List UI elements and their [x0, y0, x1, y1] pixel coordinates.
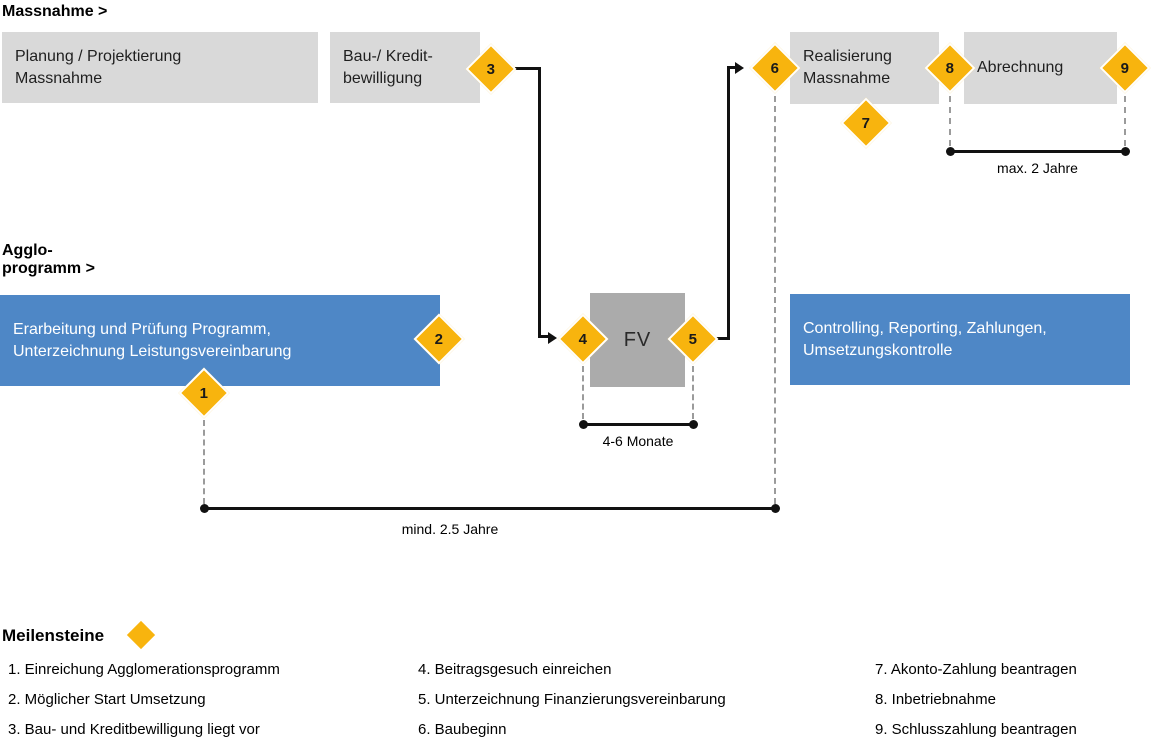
duration-line-fv [583, 423, 693, 426]
massnahme-track-label: Massnahme > [2, 3, 108, 20]
legend-item: 8. Inbetriebnahme [875, 691, 996, 708]
connector-3-vertical [538, 67, 541, 338]
legend-item: 1. Einreichung Agglomerationsprogramm [8, 661, 280, 678]
phase-box-planung-label: Planung / Projektierung Massnahme [15, 47, 182, 87]
dropline-milestone-6 [774, 96, 776, 504]
dropline-milestone-5 [692, 366, 694, 419]
legend-item: 6. Baubeginn [418, 721, 507, 738]
milestone-number: 9 [1120, 59, 1130, 77]
phase-box-controlling: Controlling, Reporting, Zahlungen, Umset… [790, 294, 1130, 385]
duration-dot [689, 420, 698, 429]
phase-box-abrechnung: Abrechnung [964, 32, 1117, 104]
legend-column-3: 7. Akonto-Zahlung beantragen 8. Inbetrie… [875, 661, 1077, 739]
phase-box-bau-kredit: Bau-/ Kredit- bewilligung [330, 32, 480, 103]
duration-dot [771, 504, 780, 513]
milestone-number: 8 [945, 59, 955, 77]
phase-box-erarbeitung: Erarbeitung und Prüfung Programm, Unterz… [0, 295, 440, 386]
connector-3-elbow [538, 335, 550, 338]
connector-3-horizontal [515, 67, 541, 70]
arrow-right-icon [548, 332, 557, 344]
legend-item: 4. Beitragsgesuch einreichen [418, 661, 612, 678]
connector-5-elbow [727, 66, 737, 69]
milestone-number: 4 [578, 330, 588, 348]
duration-dot [579, 420, 588, 429]
duration-line-abrechnung [950, 150, 1125, 153]
legend-item: 9. Schlusszahlung beantragen [875, 721, 1077, 738]
duration-label-total: mind. 2.5 Jahre [401, 521, 499, 537]
phase-box-erarbeitung-label: Erarbeitung und Prüfung Programm, Unterz… [13, 320, 292, 360]
milestone-number: 5 [688, 330, 698, 348]
dropline-milestone-8 [949, 96, 951, 146]
milestone-number: 2 [434, 330, 444, 348]
milestone-number: 3 [486, 60, 496, 78]
duration-line-total [204, 507, 775, 510]
legend-item: 3. Bau- und Kreditbewilligung liegt vor [8, 721, 260, 738]
dropline-milestone-4 [582, 366, 584, 419]
dropline-milestone-1 [203, 420, 205, 504]
phase-box-realisierung-label: Realisierung Massnahme [803, 48, 892, 87]
milestone-diamond-7: 7 [840, 97, 892, 149]
arrow-right-icon [735, 62, 744, 74]
duration-dot [1121, 147, 1130, 156]
duration-dot [200, 504, 209, 513]
legend-item: 7. Akonto-Zahlung beantragen [875, 661, 1077, 678]
duration-label-fv: 4-6 Monate [602, 433, 674, 449]
agglo-track-label: Agglo- programm > [2, 242, 95, 277]
connector-5-horizontal [716, 337, 730, 340]
phase-box-bau-kredit-label: Bau-/ Kredit- bewilligung [343, 47, 433, 87]
legend-column-1: 1. Einreichung Agglomerationsprogramm 2.… [8, 661, 280, 739]
phase-box-abrechnung-label: Abrechnung [977, 59, 1064, 76]
phase-box-realisierung: Realisierung Massnahme [790, 32, 939, 104]
legend-item: 5. Unterzeichnung Finanzierungsvereinbar… [418, 691, 726, 708]
phase-box-fv-label: FV [623, 329, 652, 351]
duration-label-abrechnung: max. 2 Jahre [997, 160, 1078, 176]
duration-dot [946, 147, 955, 156]
milestone-number: 7 [861, 114, 871, 132]
dropline-milestone-9 [1124, 96, 1126, 146]
milestone-diamond-icon [126, 620, 156, 650]
phase-box-controlling-label: Controlling, Reporting, Zahlungen, Umset… [803, 319, 1047, 359]
connector-5-vertical [727, 66, 730, 340]
legend-title: Meilensteine [2, 626, 105, 645]
legend-item: 2. Möglicher Start Umsetzung [8, 691, 206, 708]
legend-column-2: 4. Beitragsgesuch einreichen 5. Unterzei… [418, 661, 726, 739]
milestone-number: 1 [199, 384, 209, 402]
phase-box-planung: Planung / Projektierung Massnahme [2, 32, 318, 103]
milestone-number: 6 [770, 59, 780, 77]
